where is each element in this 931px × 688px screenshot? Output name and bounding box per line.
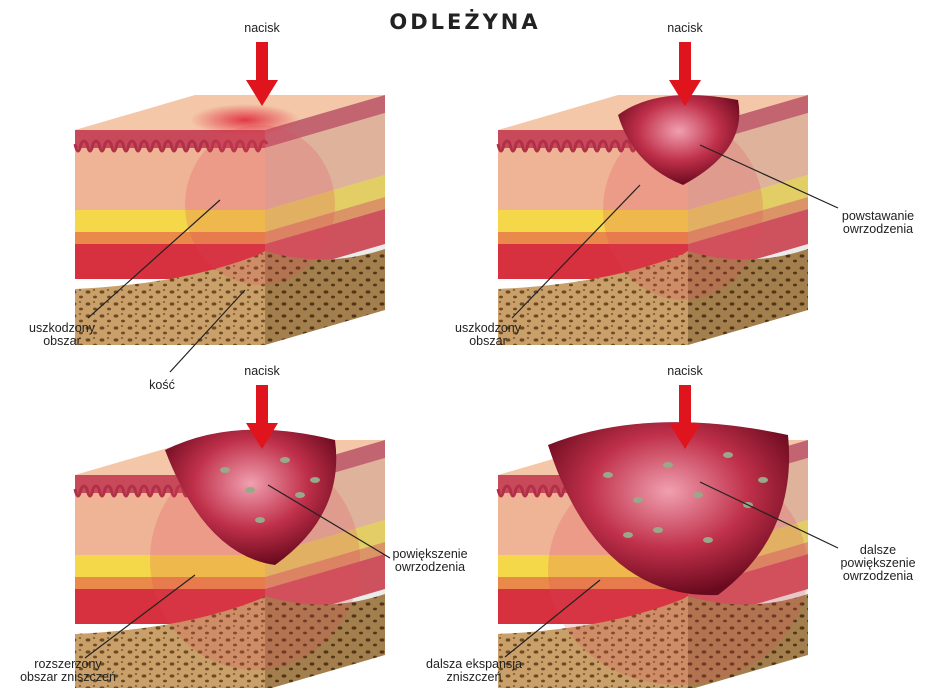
tissue-debris bbox=[653, 527, 663, 533]
tissue-debris bbox=[693, 492, 703, 498]
pressure-label-4: nacisk bbox=[667, 365, 702, 378]
tissue-debris bbox=[758, 477, 768, 483]
skin-block-1 bbox=[75, 95, 385, 345]
pressure-label-2: nacisk bbox=[667, 22, 702, 35]
tissue-debris bbox=[295, 492, 305, 498]
tissue-debris bbox=[280, 457, 290, 463]
tissue-debris bbox=[220, 467, 230, 473]
tissue-debris bbox=[623, 532, 633, 538]
skin-block-4 bbox=[498, 422, 808, 688]
further-expansion-label: dalsza ekspansja zniszczeń bbox=[426, 658, 522, 684]
skin-block-3 bbox=[75, 430, 385, 688]
skin-block-2 bbox=[498, 95, 808, 345]
tissue-debris bbox=[723, 452, 733, 458]
expanded-damage-label: rozszerzony obszar zniszczeń bbox=[20, 658, 116, 684]
damaged-area bbox=[185, 125, 335, 285]
tissue-debris bbox=[310, 477, 320, 483]
ulcer-formation-label: powstawanie owrzodzenia bbox=[842, 210, 914, 236]
tissue-debris bbox=[245, 487, 255, 493]
ulcer-enlargement-label: powiększenie owrzodzenia bbox=[392, 548, 467, 574]
further-enlargement-label: dalsze powiększenie owrzodzenia bbox=[840, 544, 915, 583]
damaged-area-label-1: uszkodzony obszar bbox=[29, 322, 95, 348]
tissue-debris bbox=[703, 537, 713, 543]
pressure-label-3: nacisk bbox=[244, 365, 279, 378]
bone-label: kość bbox=[149, 379, 175, 392]
tissue-debris bbox=[663, 462, 673, 468]
damaged-area-label-2: uszkodzony obszar bbox=[455, 322, 521, 348]
tissue-debris bbox=[255, 517, 265, 523]
tissue-debris bbox=[633, 497, 643, 503]
tissue-debris bbox=[603, 472, 613, 478]
pressure-label-1: nacisk bbox=[244, 22, 279, 35]
